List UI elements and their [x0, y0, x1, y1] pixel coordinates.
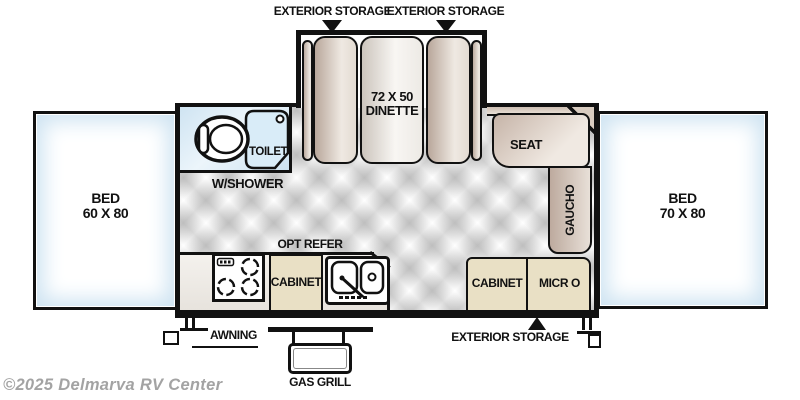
sink-icon	[325, 256, 390, 305]
counter-edge-top	[180, 252, 374, 255]
gaucho: GAUCHO	[548, 166, 592, 254]
grill-arm-left	[292, 331, 295, 344]
right-jack-leg-1	[582, 317, 585, 330]
dinette-end-cushion-right	[471, 40, 482, 161]
seat	[492, 113, 590, 168]
toilet-icon	[194, 115, 250, 163]
right-cabinet	[466, 257, 528, 310]
gas-grill-icon	[288, 343, 352, 374]
dinette-bench-left	[313, 36, 358, 164]
gas-grill-label: GAS GRILL	[289, 375, 351, 389]
opt-refer-label: OPT REFER	[277, 237, 343, 251]
gaucho-label: GAUCHO	[562, 184, 577, 236]
bed-right-name: BED	[668, 190, 697, 206]
dinette-size: 72 X 50	[370, 89, 413, 104]
right-jack-leg-2	[589, 317, 592, 330]
stove-icon	[212, 253, 265, 302]
left-jack-leg-1	[185, 317, 188, 329]
bed-left-size: 60 X 80	[82, 204, 129, 221]
storage-arrow-bottom-icon	[528, 317, 546, 330]
left-jack-foot	[163, 331, 179, 345]
shower-pan-icon	[244, 109, 290, 170]
left-jack-arm	[180, 328, 208, 331]
right-cabinet-label: CABINET	[471, 276, 523, 290]
dinette-table	[360, 36, 424, 164]
gas-grill-inner	[293, 348, 347, 369]
bed-right-size: 70 X 80	[659, 204, 706, 221]
kitchen-cabinet-label: CABINET	[270, 275, 322, 289]
grill-mount-bar	[268, 327, 373, 332]
awning-rail	[192, 346, 258, 348]
kitchen-cabinet	[269, 254, 323, 310]
exterior-storage-top-left-label: EXTERIOR STORAGE	[273, 4, 392, 18]
bed-right-label: BED 70 X 80	[597, 191, 768, 220]
left-jack-leg-2	[192, 317, 195, 329]
exterior-storage-bottom-label: EXTERIOR STORAGE	[451, 330, 569, 344]
dinette-end-cushion-left	[302, 40, 313, 161]
dinette-label: 72 X 50 DINETTE	[352, 90, 432, 117]
microwave-label: MICR O	[539, 276, 580, 290]
toilet-label: TOILET	[249, 146, 288, 158]
bed-left	[33, 111, 178, 310]
storage-arrow-top-left-icon	[322, 20, 342, 33]
exterior-storage-top-right-label: EXTERIOR STORAGE	[386, 4, 505, 18]
shower-drain-icon	[275, 114, 285, 124]
microwave-cabinet	[528, 257, 591, 310]
dinette-name: DINETTE	[365, 102, 419, 118]
dinette-bench-right	[426, 36, 471, 164]
right-jack-arm	[577, 331, 601, 334]
shower-label: W/SHOWER	[211, 176, 284, 191]
seat-label: SEAT	[509, 137, 543, 152]
bed-left-label: BED 60 X 80	[33, 191, 178, 220]
watermark: ©2025 Delmarva RV Center	[3, 376, 223, 394]
bed-left-name: BED	[91, 190, 120, 206]
awning-label: AWNING	[210, 328, 257, 342]
grill-arm-right	[342, 331, 345, 344]
storage-arrow-top-right-icon	[436, 20, 456, 33]
right-jack-foot	[588, 334, 601, 348]
